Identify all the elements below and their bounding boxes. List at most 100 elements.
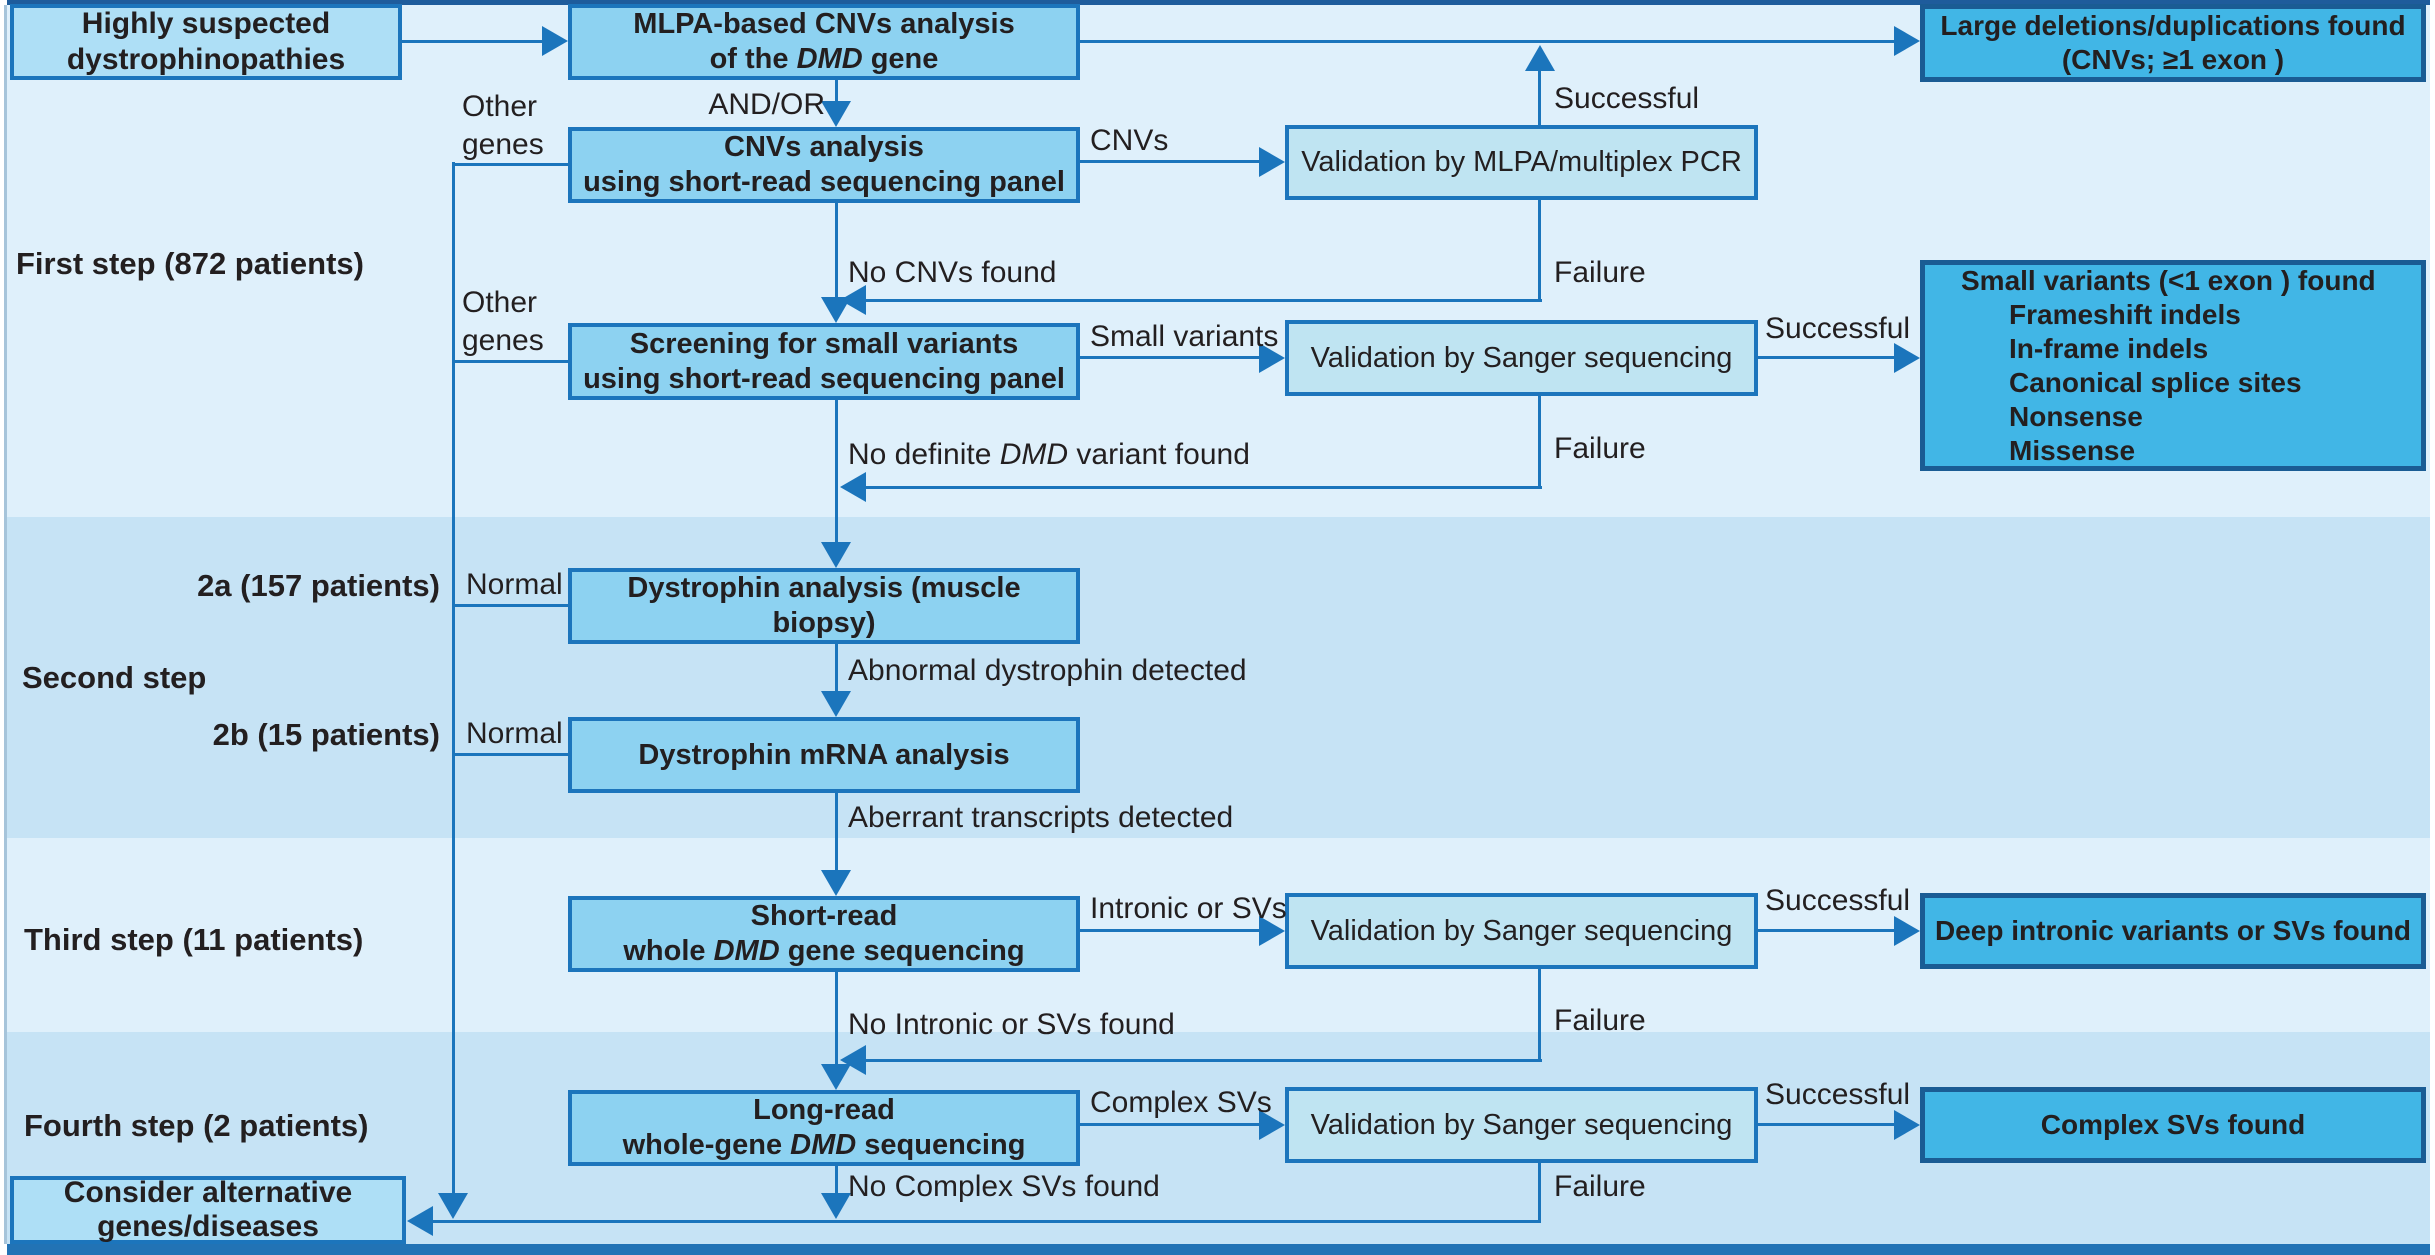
- result-small-variants-title: Small variants (<1 exon ) found: [1961, 264, 2376, 296]
- arrowhead-into-validation-sanger-2: [1259, 916, 1285, 946]
- edge-no-complex-down: [835, 1166, 838, 1195]
- label-abnormal-dystrophin: Abnormal dystrophin detected: [848, 654, 1247, 687]
- label-and-or: AND/OR: [708, 88, 825, 121]
- edge-successful-3: [1758, 929, 1896, 932]
- arrowhead-other-genes-into-bottom: [438, 1193, 468, 1219]
- edge-abnormal-down: [835, 644, 838, 693]
- label-normal-2b: Normal: [466, 717, 563, 750]
- label-no-definite-dmd: No definite DMD variant found: [848, 438, 1250, 471]
- edge-successful-2: [1758, 356, 1896, 359]
- edge-failure-2-horizontal: [864, 486, 1542, 489]
- label-no-complex-found: No Complex SVs found: [848, 1170, 1160, 1203]
- edge-shortread-to-validation: [1080, 929, 1261, 932]
- label-successful-4: Successful: [1765, 1078, 1911, 1111]
- label-failure-2: Failure: [1554, 432, 1646, 465]
- edge-failure-3-horizontal: [864, 1059, 1542, 1062]
- frame-left-border: [4, 5, 7, 1244]
- label-cnvs: CNVs: [1090, 124, 1169, 157]
- arrowhead-into-screening: [821, 297, 851, 323]
- arrowhead-into-result-intronic: [1894, 916, 1920, 946]
- edge-normal-2a: [452, 604, 568, 607]
- box-validation-sanger-2: Validation by Sanger sequencing: [1285, 893, 1758, 969]
- validation-mlpa-label: Validation by MLPA/multiplex PCR: [1301, 146, 1742, 178]
- arrowhead-into-result-complex: [1894, 1110, 1920, 1140]
- edge-successful-4: [1758, 1123, 1896, 1126]
- label-normal-2a: Normal: [466, 568, 563, 601]
- label-no-cnvs-found: No CNVs found: [848, 256, 1057, 289]
- box-result-large-deletions: Large deletions/duplications found(CNVs;…: [1920, 4, 2426, 82]
- box-dystrophin-analysis: Dystrophin analysis (muscle biopsy): [568, 568, 1080, 644]
- arrowhead-failure-2-merge: [840, 472, 866, 502]
- box-result-complex-svs: Complex SVs found: [1920, 1087, 2426, 1163]
- edge-mlpa-to-cnvs: [835, 80, 838, 103]
- arrowhead-into-consider: [407, 1206, 433, 1236]
- arrowhead-into-result-small: [1894, 343, 1920, 373]
- label-intronic-or-svs: Intronic or SVs: [1090, 892, 1287, 925]
- validation-sanger-label-3: Validation by Sanger sequencing: [1310, 1108, 1733, 1141]
- edge-failure-3-vertical: [1538, 969, 1541, 1061]
- edge-start-to-mlpa: [402, 40, 544, 43]
- box-result-deep-intronic: Deep intronic variants or SVs found: [1920, 893, 2426, 969]
- arrowhead-into-mlpa: [542, 26, 568, 56]
- label-failure-1: Failure: [1554, 256, 1646, 289]
- edge-longread-to-validation: [1080, 1123, 1261, 1126]
- result-deep-intronic-label: Deep intronic variants or SVs found: [1934, 915, 2412, 946]
- arrowhead-into-validation-sanger-1: [1259, 343, 1285, 373]
- box-validation-sanger-1: Validation by Sanger sequencing: [1285, 320, 1758, 396]
- edge-no-definite-down: [835, 400, 838, 544]
- frame-top-border: [7, 0, 2430, 5]
- arrowhead-into-validation-sanger-3: [1259, 1110, 1285, 1140]
- arrowhead-into-result-cnvs: [1894, 26, 1920, 56]
- box-validation-mlpa-pcr: Validation by MLPA/multiplex PCR: [1285, 125, 1758, 200]
- arrowhead-into-dystrophin: [821, 542, 851, 568]
- arrowhead-into-cnvs: [821, 101, 851, 127]
- label-aberrant-transcripts: Aberrant transcripts detected: [848, 801, 1234, 834]
- edge-normal-2b: [452, 753, 568, 756]
- validation-sanger-label-2: Validation by Sanger sequencing: [1310, 914, 1733, 947]
- arrowhead-into-mrna: [821, 691, 851, 717]
- label-second-step: Second step: [22, 660, 207, 695]
- edge-successful-1: [1538, 69, 1541, 125]
- edge-aberrant-down: [835, 793, 838, 872]
- frame-bottom-border: [7, 1244, 2430, 1255]
- edge-failure-1-vertical: [1538, 200, 1541, 301]
- edge-failure-1-horizontal: [864, 299, 1542, 302]
- edge-failure-4-vertical: [1538, 1163, 1541, 1222]
- edge-screening-to-validation: [1080, 356, 1261, 359]
- box-validation-sanger-3: Validation by Sanger sequencing: [1285, 1087, 1758, 1163]
- edge-mlpa-to-result-cnvs: [1080, 40, 1896, 43]
- label-small-variants: Small variants: [1090, 320, 1279, 353]
- edge-other-genes-from-screening: [452, 360, 568, 363]
- label-successful-2: Successful: [1765, 312, 1911, 345]
- edge-other-genes-vertical: [452, 162, 455, 1195]
- band-second-step: [7, 517, 2430, 838]
- label-third-step: Third step (11 patients): [24, 922, 364, 957]
- result-complex-svs-label: Complex SVs found: [2040, 1109, 2306, 1140]
- label-successful-1: Successful: [1554, 82, 1700, 115]
- label-first-step: First step (872 patients): [16, 246, 364, 281]
- arrowhead-into-validation-mlpa: [1259, 147, 1285, 177]
- edge-other-genes-from-cnvs: [452, 163, 568, 166]
- edge-bottom-merge: [431, 1220, 1541, 1223]
- arrowhead-successful-1: [1525, 45, 1555, 71]
- arrowhead-no-complex-into-bottom: [821, 1193, 851, 1219]
- label-step-2a: 2a (157 patients): [197, 568, 440, 603]
- arrowhead-into-long-read: [821, 1064, 851, 1090]
- validation-sanger-label-1: Validation by Sanger sequencing: [1310, 341, 1733, 374]
- edge-cnvs-to-validation: [1080, 160, 1261, 163]
- edge-no-intronic-down: [835, 972, 838, 1066]
- label-failure-3: Failure: [1554, 1004, 1646, 1037]
- label-complex-svs: Complex SVs: [1090, 1086, 1272, 1119]
- arrowhead-into-short-read: [821, 870, 851, 896]
